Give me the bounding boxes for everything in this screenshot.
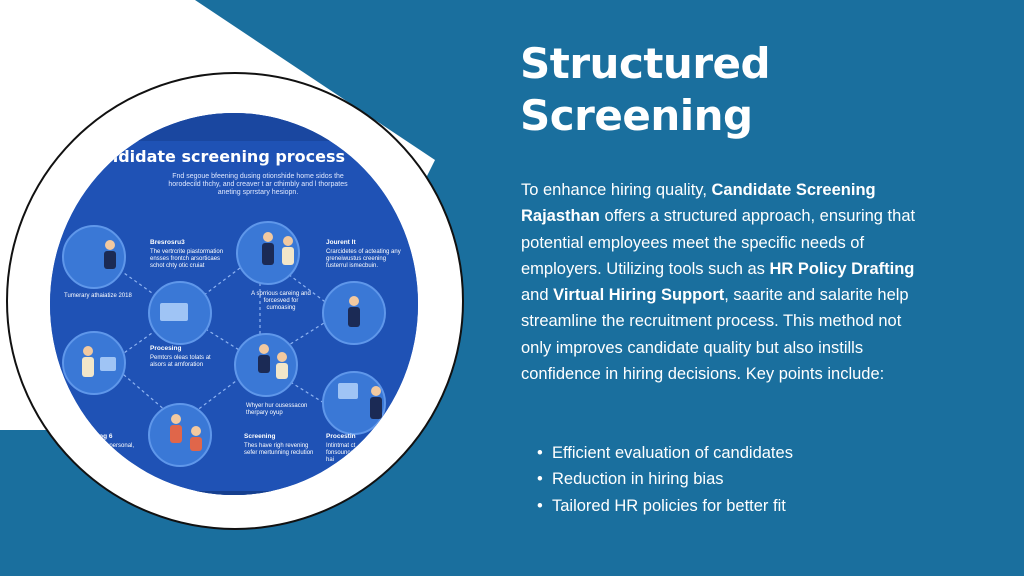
infographic-title: andidate screening process [96,147,346,166]
highlight-hr-policy: HR Policy Drafting [769,259,915,278]
process-node [322,281,386,345]
list-item: Reduction in hiring bias [537,466,793,493]
highlight-candidate-screening: Candidate Screening Rajasthan [521,181,876,226]
key-points-list: Efficient evaluation of candidates Reduc… [537,440,793,519]
infographic-card: Jourent It Crarcidetes of acteating any … [326,239,401,269]
people-illustrations [82,232,382,451]
title-line: Structured [520,39,771,88]
infographic-subtitle: Fnd segoue bfeening dusing otionshide ho… [168,173,348,196]
list-item: Efficient evaluation of candidates [537,440,793,467]
infographic-card: Tumerary athaiatize 2018 [64,293,132,299]
process-node [234,333,298,397]
slide-title: Structured Screening [520,38,900,142]
infographic-card: Procestin Intintmat ct fonsounce yoar ha… [326,433,368,463]
highlight-virtual-hiring: Virtual Hiring Support [553,286,725,305]
body-paragraph: To enhance hiring quality, Candidate Scr… [521,181,916,384]
infographic-card: creening 6 ty starting, personal, ioe [80,433,135,456]
infographic-card: A sprrious careing and forcesved for cum… [251,291,311,311]
infographic-card: Bresrosru3 The vertrcrite piastormation … [150,239,224,269]
title-line: Screening [520,91,753,140]
list-item: Tailored HR policies for better fit [537,493,793,520]
infographic-image: andidate screening process Fnd segoue bf… [50,113,418,495]
infographic-card: Procesing Pemtcrs oleas tolats at alsors… [150,345,211,368]
infographic-card: Whyer hur ousessacon therpary oyup [246,403,308,416]
infographic-card: Screening Thes have righ revening sefer … [244,433,314,456]
